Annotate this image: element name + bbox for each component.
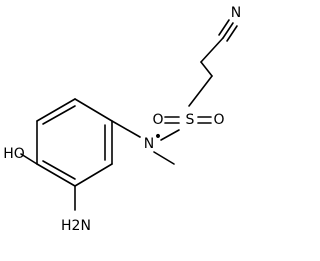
bond-n-methyl	[153, 151, 175, 165]
bond-cn-triple-3	[226, 25, 238, 42]
sulfur-label: S	[186, 112, 195, 128]
hydroxyl-label: HO	[3, 146, 25, 162]
oxygen-left-label: O	[152, 112, 163, 128]
ring-bond-1-inner	[42, 105, 76, 125]
bond-cn-triple-2	[218, 19, 230, 36]
chemical-structure: HO H2N N • S O O N	[3, 5, 241, 234]
sulfonamide-nitrogen-label: N	[144, 136, 154, 152]
ring-bond-4	[74, 163, 113, 187]
radical-dot: •	[154, 129, 162, 145]
bond-ch2-ch2	[200, 61, 213, 77]
oxygen-right-label: O	[213, 112, 224, 128]
bond-cn-triple-1	[222, 22, 234, 39]
benzene-ring	[36, 98, 113, 187]
ring-bond-1	[36, 98, 76, 122]
nitrile-nitrogen-label: N	[231, 5, 241, 21]
ring-bond-5	[36, 163, 76, 187]
ring-bond-2	[74, 98, 113, 122]
ring-bond-5-inner	[42, 160, 76, 180]
bond-n-s	[160, 129, 180, 141]
bond-ch2-cn	[200, 37, 224, 63]
bond-c-n	[111, 120, 141, 138]
bond-s-ch2	[188, 75, 213, 107]
bond-c-oh	[20, 153, 38, 165]
amino-label: H2N	[61, 218, 91, 234]
